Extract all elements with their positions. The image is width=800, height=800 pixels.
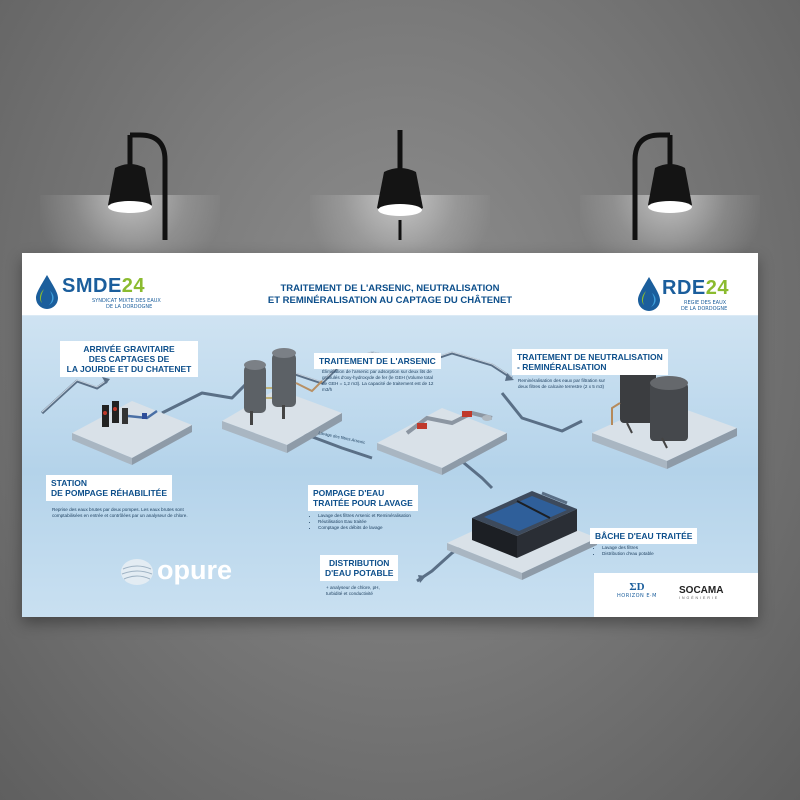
list-item: Comptage des débits de lavage xyxy=(318,525,442,531)
socama-text: SOCAMA xyxy=(679,585,724,596)
rde24-logo: RDE24 REGIE DES EAUX DE LA DORDOGNE xyxy=(636,275,746,315)
section-title-arrivee: ARRIVÉE GRAVITAIRE DES CAPTAGES DE LA JO… xyxy=(60,341,198,377)
wash-pump-equipment xyxy=(405,410,493,435)
logo-left-subtitle-1: SYNDICAT MIXTE DES EAUX xyxy=(92,298,161,304)
section-desc-station: Reprise des eaux brutes par deux pompes.… xyxy=(52,507,188,518)
logo-left-text: SMDE24 xyxy=(62,275,146,297)
list-item: Réutilisation Eau traitée xyxy=(318,519,442,525)
sponsor-logos-band: ΣD HORIZON E·M SOCAMA INGÉNIERIE xyxy=(594,573,758,617)
water-drop-icon xyxy=(638,277,660,311)
horizon-text: HORIZON E·M xyxy=(617,593,657,599)
flow-arrows xyxy=(102,373,514,583)
section-list-bache: Lavage des filtres Distribution d'eau po… xyxy=(596,545,686,557)
socama-subtext: INGÉNIERIE xyxy=(679,596,720,600)
page-title: TRAITEMENT DE L'ARSENIC, NEUTRALISATION … xyxy=(222,283,558,307)
socama-logo: SOCAMA INGÉNIERIE xyxy=(679,585,755,600)
section-desc-distribution: + analyseur de chlore, pH, turbidité et … xyxy=(326,585,380,596)
opure-logo: opure xyxy=(120,553,260,593)
logo-left-subtitle-2: DE LA DORDOGNE xyxy=(106,304,153,310)
section-desc-arsenic: Élimination de l'arsenic par adsorption … xyxy=(322,369,434,392)
pumping-station-equipment xyxy=(102,401,158,427)
section-list-pompage: Lavage des filtres Arsenic et Reminérali… xyxy=(312,513,442,531)
smde24-logo: SMDE24 SYNDICAT MIXTE DES EAUX DE LA DOR… xyxy=(34,271,194,311)
panel-header xyxy=(22,253,758,315)
horizon-em-logo: ΣD HORIZON E·M xyxy=(602,581,672,611)
title-line-1: TRAITEMENT DE L'ARSENIC, NEUTRALISATION xyxy=(280,283,500,294)
title-line-2: ET REMINÉRALISATION AU CAPTAGE DU CHÂTEN… xyxy=(267,295,513,306)
treated-water-tank xyxy=(472,491,577,558)
info-panel-banner: SMDE24 SYNDICAT MIXTE DES EAUX DE LA DOR… xyxy=(22,253,758,617)
list-item: Distribution d'eau potable xyxy=(602,551,686,557)
list-item: Lavage des filtres Arsenic et Reminérali… xyxy=(318,513,442,519)
section-title-station: STATION DE POMPAGE RÉHABILITÉE xyxy=(46,475,173,501)
wall-lamp-right-icon xyxy=(632,132,692,240)
list-item: Lavage des filtres xyxy=(602,545,686,551)
section-desc-neutralisation: Reminéralisation des eaux par filtration… xyxy=(518,378,606,389)
opure-sphere-icon xyxy=(121,559,153,585)
section-title-arsenic: TRAITEMENT DE L'ARSENIC xyxy=(314,353,441,369)
logo-right-subtitle-1: REGIE DES EAUX xyxy=(684,300,727,306)
wall-lamp-center-icon xyxy=(377,130,423,240)
section-title-bache: BÂCHE D'EAU TRAITÉE xyxy=(590,528,698,544)
wall-lamp-left-icon xyxy=(108,132,168,240)
logo-right-subtitle-2: DE LA DORDOGNE xyxy=(681,306,728,312)
section-title-pompage: POMPAGE D'EAU TRAITÉE POUR LAVAGE xyxy=(308,485,418,511)
arsenic-filter-vessels xyxy=(244,348,323,425)
process-diagram xyxy=(40,348,737,583)
water-drop-icon xyxy=(36,275,58,309)
logo-right-text: RDE24 xyxy=(662,277,729,299)
opure-logo-text: opure xyxy=(157,555,233,585)
section-title-neutralisation: TRAITEMENT DE NEUTRALISATION - REMINÉRAL… xyxy=(512,349,668,375)
section-title-distribution: DISTRIBUTION D'EAU POTABLE xyxy=(320,555,399,581)
horizon-mark: ΣD xyxy=(629,581,645,593)
